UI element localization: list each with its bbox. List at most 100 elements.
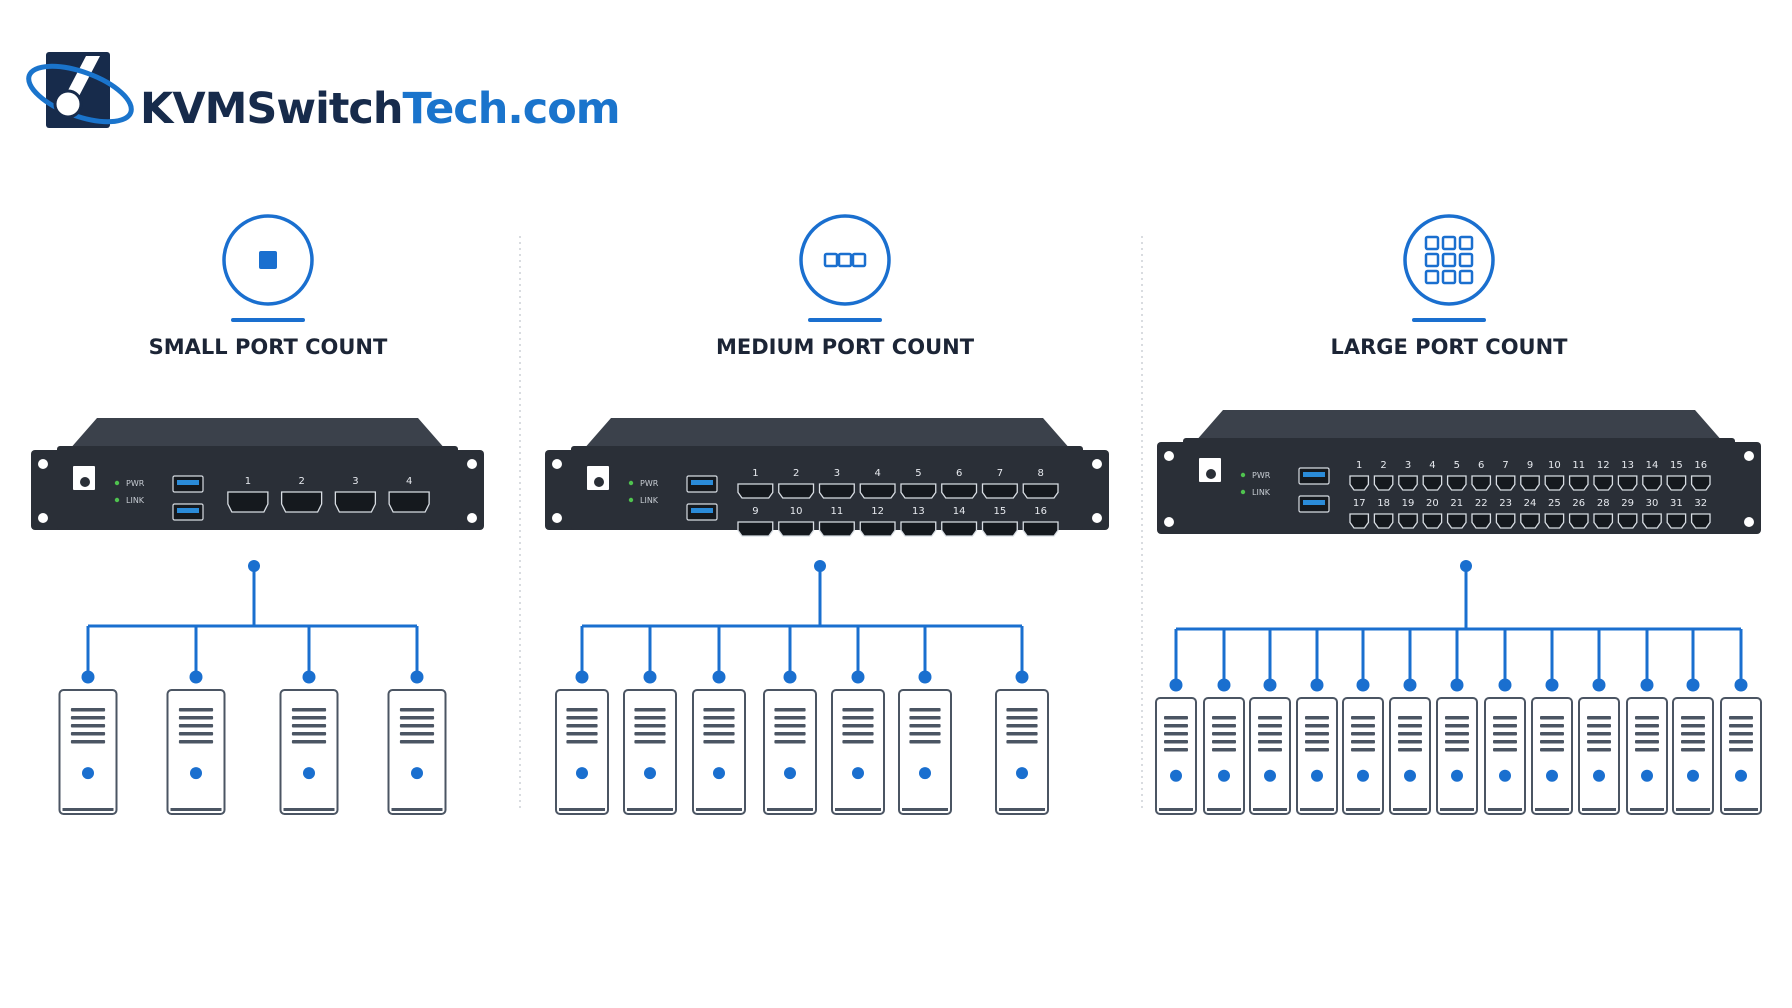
status-led — [114, 497, 120, 503]
port-number: 4 — [1429, 460, 1435, 471]
status-led — [114, 480, 120, 486]
server-power-dot — [1735, 769, 1747, 782]
column-title: MEDIUM PORT COUNT — [716, 335, 975, 359]
hdmi-port — [1568, 513, 1589, 529]
hdmi-port — [1398, 475, 1418, 491]
port-number: 2 — [298, 476, 304, 487]
server-vent — [1493, 724, 1517, 728]
port-number: 12 — [1597, 460, 1610, 471]
server-vent — [909, 708, 941, 712]
server-vent — [909, 740, 941, 744]
port-number: 14 — [1646, 460, 1659, 471]
hdmi-port — [859, 521, 896, 537]
server-vent — [634, 732, 666, 736]
server-tower-icon — [1342, 697, 1384, 815]
port-number: 5 — [915, 468, 921, 479]
server-vent — [1729, 740, 1753, 744]
server-vent — [291, 732, 327, 736]
hdmi-port — [1617, 475, 1638, 491]
connector-node — [1592, 678, 1606, 692]
server-vent — [1164, 748, 1188, 752]
port-number: 2 — [1380, 460, 1386, 471]
server-vent — [1445, 732, 1469, 736]
port-number: 22 — [1475, 498, 1488, 509]
server-base — [1393, 808, 1427, 811]
hdmi-port — [1642, 475, 1662, 491]
server-power-dot — [1641, 769, 1653, 782]
port-number: 9 — [1527, 460, 1533, 471]
server-base — [1582, 808, 1616, 811]
server-vent — [842, 724, 874, 728]
usb-tongue — [1303, 472, 1325, 477]
server-vent — [399, 716, 435, 720]
server-base — [1346, 808, 1380, 811]
hdmi-port — [1471, 475, 1492, 491]
server-base — [1159, 808, 1193, 811]
square-mark — [1458, 235, 1474, 251]
server-vent — [178, 724, 214, 728]
server-vent — [1258, 716, 1282, 720]
server-tower-icon — [166, 689, 226, 815]
server-vent — [1305, 740, 1329, 744]
server-vent — [70, 732, 106, 736]
server-vent — [1729, 732, 1753, 736]
server-base — [62, 808, 114, 811]
server-tower-icon — [1155, 697, 1197, 815]
port-number: 10 — [1548, 460, 1561, 471]
server-tower-icon — [831, 689, 885, 815]
server-vent — [70, 724, 106, 728]
hdmi-port — [1373, 475, 1394, 491]
hdmi-port — [1617, 513, 1638, 529]
hdmi-port — [1520, 475, 1540, 491]
led-label: LINK — [126, 496, 145, 505]
column-title: LARGE PORT COUNT — [1330, 335, 1568, 359]
hdmi-port — [1446, 513, 1467, 529]
hdmi-port — [1022, 521, 1059, 537]
server-vent — [774, 724, 806, 728]
port-number: 30 — [1646, 498, 1659, 509]
server-vent — [70, 740, 106, 744]
port-number: 7 — [1502, 460, 1508, 471]
server-vent — [1635, 748, 1659, 752]
port-number: 6 — [956, 468, 962, 479]
server-power-dot — [1016, 767, 1028, 780]
brand-name-dark: KVMSwitch — [140, 84, 403, 134]
server-vent — [1681, 740, 1705, 744]
port-number: 15 — [1670, 460, 1683, 471]
server-base — [1253, 808, 1287, 811]
status-led — [1240, 472, 1246, 478]
port-number: 31 — [1670, 498, 1683, 509]
hdmi-port — [388, 491, 430, 513]
square-mark — [851, 252, 867, 268]
server-vent — [1305, 748, 1329, 752]
port-number: 14 — [953, 506, 966, 517]
led-label: LINK — [640, 496, 659, 505]
server-vent — [1006, 732, 1038, 736]
server-vent — [703, 724, 735, 728]
screw-hole — [467, 513, 477, 523]
server-base — [1440, 808, 1474, 811]
server-vent — [1681, 724, 1705, 728]
connector-node — [81, 670, 95, 684]
hdmi-port — [227, 491, 269, 513]
server-vent — [1212, 724, 1236, 728]
server-vent — [1398, 724, 1422, 728]
server-power-dot — [303, 767, 315, 780]
usb-tongue — [177, 508, 199, 513]
connector-node — [1498, 678, 1512, 692]
server-vent — [1212, 740, 1236, 744]
server-base — [835, 808, 881, 811]
server-tower-icon — [1296, 697, 1338, 815]
usb-tongue — [177, 480, 199, 485]
server-vent — [566, 724, 598, 728]
server-vent — [178, 708, 214, 712]
server-tower-icon — [1436, 697, 1478, 815]
trunk-node — [1460, 560, 1472, 572]
server-vent — [1493, 748, 1517, 752]
server-vent — [1351, 748, 1375, 752]
connector-node — [189, 670, 203, 684]
usb-tongue — [1303, 500, 1325, 505]
port-number: 1 — [245, 476, 251, 487]
